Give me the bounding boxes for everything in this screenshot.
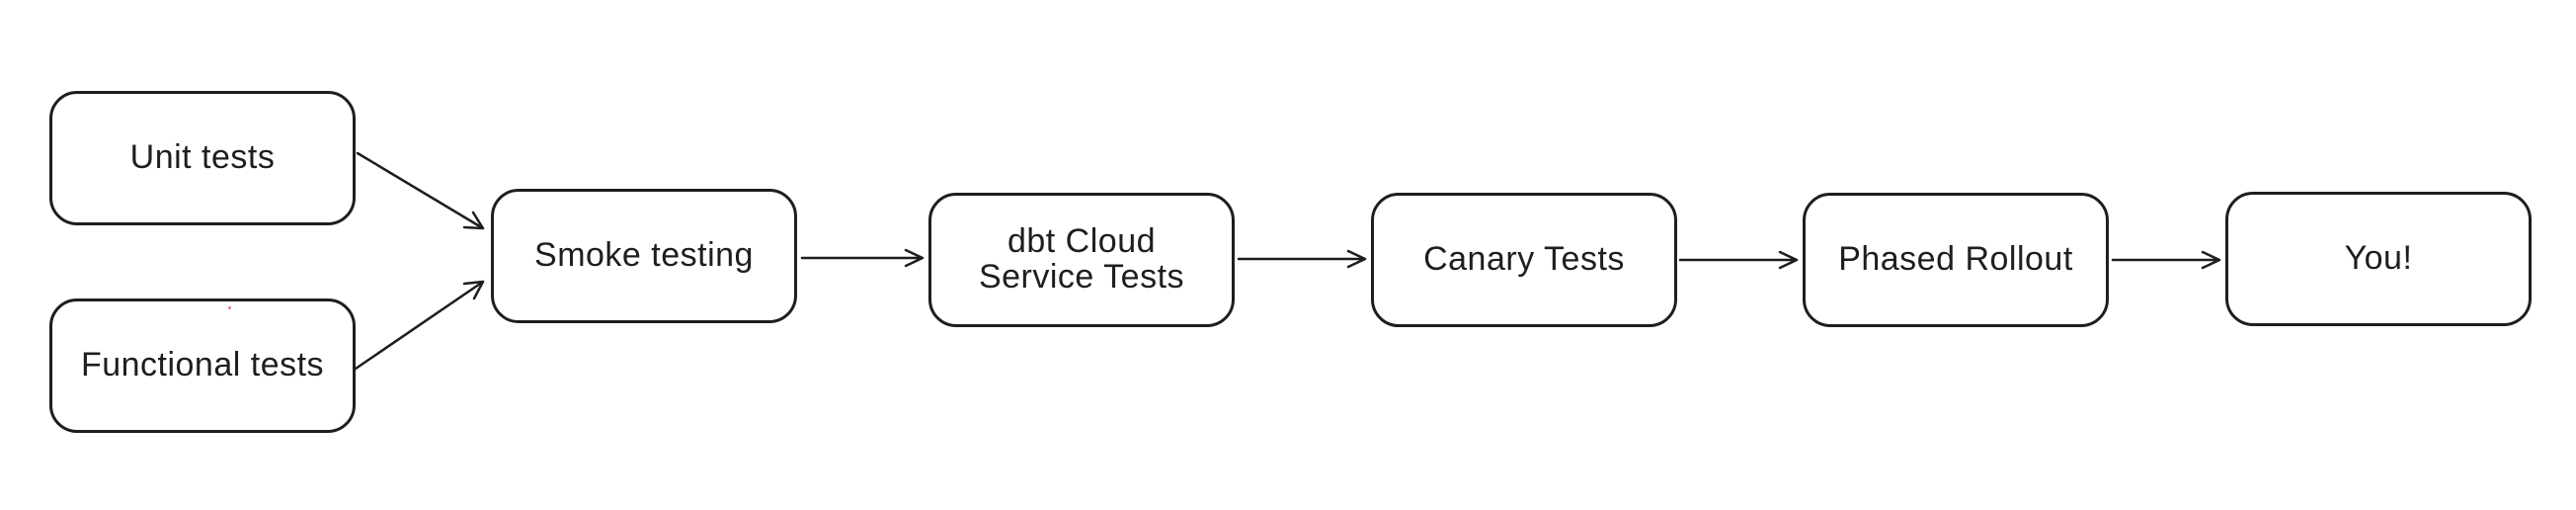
node-dbt-cloud-service-tests: dbt Cloud Service Tests <box>928 193 1235 327</box>
node-phased-rollout: Phased Rollout <box>1803 193 2109 327</box>
edge-canary-tests-to-phased-rollout-arrow <box>1678 250 1799 270</box>
node-unit-tests: Unit tests <box>49 91 356 225</box>
node-you-label: You! <box>2344 239 2413 278</box>
node-dbt-cloud-service-tests-label: dbt Cloud Service Tests <box>978 222 1185 296</box>
node-functional-tests: Functional tests <box>49 298 356 433</box>
edge-functional-tests-to-smoke-testing-arrow <box>354 280 485 371</box>
edge-smoke-testing-to-dbt-cloud-arrow <box>800 248 925 268</box>
edge-unit-tests-to-smoke-testing-arrow <box>356 151 485 230</box>
node-phased-rollout-label: Phased Rollout <box>1838 240 2073 279</box>
red-dot-artifact <box>228 306 231 309</box>
node-smoke-testing: Smoke testing <box>491 189 797 323</box>
edge-phased-rollout-to-you-arrow <box>2111 250 2221 270</box>
node-canary-tests-label: Canary Tests <box>1423 240 1625 279</box>
node-you: You! <box>2225 192 2532 326</box>
edge-dbt-cloud-to-canary-tests-arrow <box>1237 249 1367 269</box>
node-canary-tests: Canary Tests <box>1371 193 1677 327</box>
node-functional-tests-label: Functional tests <box>80 346 325 384</box>
node-smoke-testing-label: Smoke testing <box>534 236 754 275</box>
node-unit-tests-label: Unit tests <box>129 138 276 177</box>
